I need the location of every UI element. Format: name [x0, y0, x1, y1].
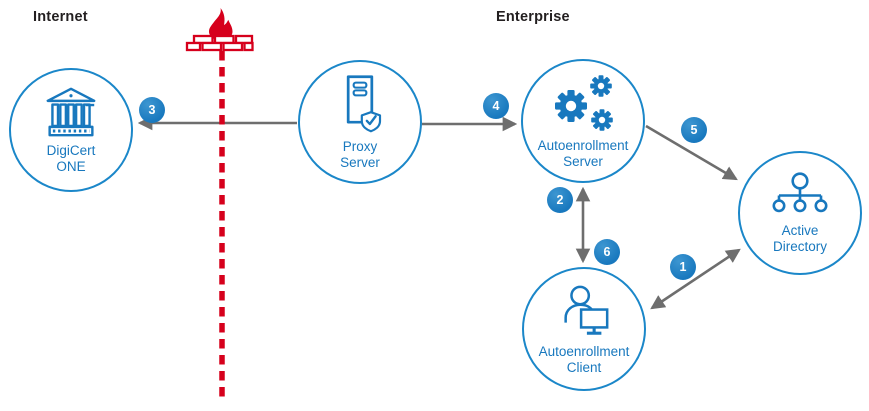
step-badge-2: 2	[547, 187, 573, 213]
node-label-proxy-server: Proxy Server	[340, 139, 380, 171]
node-autoenrollment-server: Autoenrollment Server	[521, 59, 645, 183]
brick-wall	[185, 34, 254, 52]
label-line: Server	[340, 154, 380, 170]
gears-icon	[555, 74, 613, 131]
server-shield-icon	[346, 74, 382, 132]
node-autoenrollment-client: Autoenrollment Client	[522, 267, 646, 391]
label-line: DigiCert	[46, 142, 96, 158]
step-badge-6: 6	[594, 239, 620, 265]
node-active-directory: Active Directory	[738, 151, 862, 275]
step-badge-3: 3	[139, 97, 165, 123]
node-label-autoenrollment-client: Autoenrollment Client	[539, 344, 630, 376]
flame-icon	[209, 8, 233, 41]
arrow-step5-server-to-active-directory	[645, 124, 738, 181]
user-workstation-icon	[564, 285, 609, 335]
label-line: Directory	[772, 238, 827, 254]
node-digicert-one: DigiCert ONE	[9, 68, 133, 192]
label-line: Client	[566, 359, 602, 375]
node-label-digicert-one: DigiCert ONE	[47, 143, 96, 175]
bank-icon	[46, 87, 96, 136]
step-badge-5: 5	[681, 117, 707, 143]
node-proxy-server: Proxy Server	[298, 60, 422, 184]
zone-label-enterprise: Enterprise	[496, 9, 570, 25]
label-line: ONE	[56, 158, 86, 174]
label-line: Proxy	[342, 138, 378, 154]
label-line: Server	[563, 153, 603, 169]
step-badge-1: 1	[670, 254, 696, 280]
step-badge-4: 4	[483, 93, 509, 119]
label-line: Active	[781, 222, 819, 238]
label-line: Autoenrollment	[537, 137, 629, 153]
node-label-autoenrollment-server: Autoenrollment Server	[538, 138, 629, 170]
org-hierarchy-icon	[772, 171, 828, 212]
firewall-icon	[185, 8, 254, 397]
zone-label-internet: Internet	[33, 9, 88, 25]
label-line: Autoenrollment	[538, 343, 630, 359]
node-label-active-directory: Active Directory	[773, 223, 827, 255]
arrow-step1-client-active-directory	[650, 248, 741, 310]
